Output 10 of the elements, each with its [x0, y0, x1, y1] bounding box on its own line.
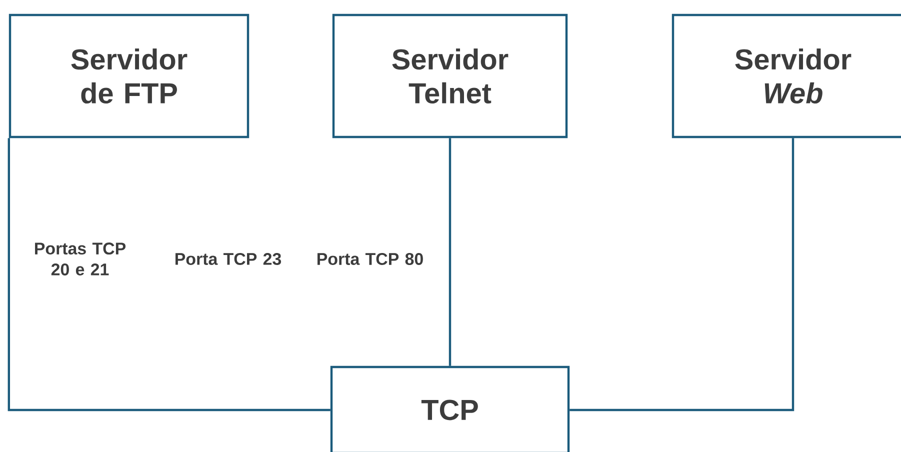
connector-line	[8, 138, 330, 412]
port-label: Porta TCP 80	[318, 253, 423, 265]
connector-line	[570, 138, 794, 412]
port-label: Portas TCP 20 e 21	[35, 242, 126, 276]
server-box: Servidor Telnet	[332, 14, 568, 138]
server-box: Servidor Web	[672, 14, 901, 138]
server-box: TCP	[330, 366, 570, 452]
server-box: Servidor de FTP	[8, 14, 250, 138]
connector-line	[448, 138, 452, 366]
port-label: Porta TCP 23	[176, 252, 282, 265]
